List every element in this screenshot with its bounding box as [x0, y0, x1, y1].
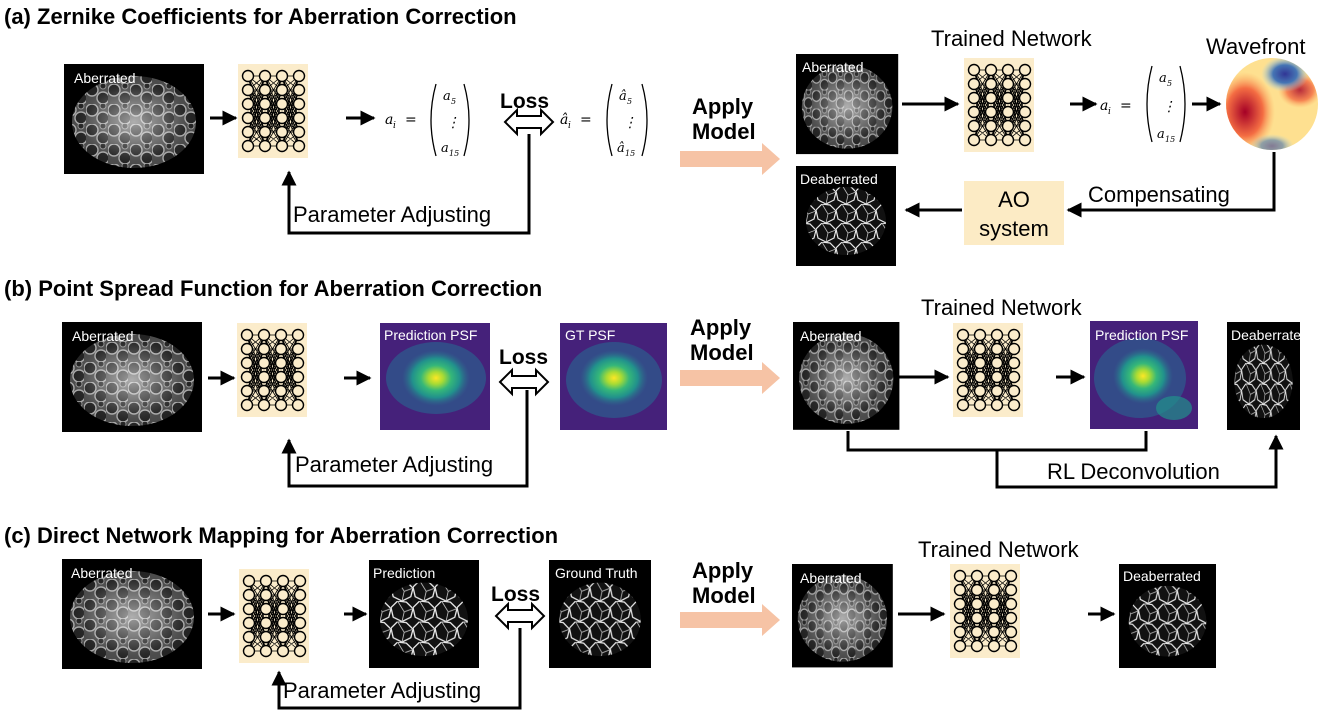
panel-a-aberrated-image: Aberrated [64, 64, 204, 174]
compensating-arrow [1066, 152, 1276, 218]
panel-a-title: (a) Zernike Coefficients for Aberration … [4, 4, 517, 29]
coefficient-vector-a-hat: â i = â 5 ⋮ â 15 [560, 83, 648, 158]
svg-text:15: 15 [625, 149, 635, 158]
svg-text:a: a [1100, 98, 1108, 114]
panel-a: (a) Zernike Coefficients for Aberration … [4, 4, 1318, 266]
neural-network-icon [236, 322, 308, 418]
svg-text:5: 5 [451, 97, 456, 106]
coefficient-vector-a-right: a i = a 5 ⋮ a 15 [1100, 65, 1186, 144]
prediction-psf-image [380, 323, 490, 430]
svg-text:a: a [1159, 71, 1167, 86]
compensating-label: Compensating [1088, 182, 1230, 207]
model-label: Model [692, 583, 756, 608]
apply-model-arrow [680, 604, 780, 636]
neural-network-icon [949, 563, 1021, 659]
image-label: Prediction PSF [1095, 327, 1188, 343]
double-arrow-icon [499, 369, 549, 395]
image-label: Aberrated [800, 570, 861, 586]
double-arrow-icon [495, 603, 545, 629]
loss-label: Loss [500, 90, 549, 113]
equals-sign: = [405, 112, 417, 128]
svg-text:5: 5 [1167, 79, 1172, 88]
svg-text:15: 15 [449, 149, 459, 158]
image-label: Aberrated [802, 59, 863, 75]
vector-symbol: a [385, 112, 393, 128]
apply-label: Apply [692, 94, 754, 119]
image-label: Aberrated [71, 565, 132, 581]
svg-text:⋮: ⋮ [446, 115, 460, 131]
feedback-arrow [281, 134, 531, 235]
model-label: Model [690, 340, 754, 365]
parameter-adjusting-label: Parameter Adjusting [283, 678, 481, 703]
apply-label: Apply [692, 558, 754, 583]
svg-text:a: a [1157, 127, 1165, 142]
svg-text:=: = [1120, 98, 1132, 114]
trained-network-label: Trained Network [918, 537, 1080, 562]
image-label: Deaberrated [800, 171, 878, 187]
connector-line [846, 431, 1148, 452]
image-label: GT PSF [565, 327, 615, 343]
wavefront-label: Wavefront [1206, 34, 1305, 59]
image-label: Prediction PSF [384, 327, 477, 343]
image-label: Aberrated [74, 70, 135, 86]
neural-network-icon [237, 63, 309, 159]
vector-top: a [443, 89, 451, 104]
double-arrow-icon [504, 109, 554, 135]
loss-label: Loss [491, 583, 540, 606]
gt-psf-image [560, 323, 667, 430]
panel-c: (c) Direct Network Mapping for Aberratio… [4, 523, 1216, 710]
rl-deconvolution-label: RL Deconvolution [1047, 459, 1220, 484]
neural-network-icon [963, 57, 1035, 153]
rl-arrow [995, 434, 1284, 489]
svg-text:15: 15 [1165, 135, 1175, 144]
svg-text:=: = [580, 112, 592, 128]
neural-network-icon [238, 568, 310, 664]
image-label: Aberrated [800, 328, 861, 344]
feedback-arrow [281, 390, 529, 488]
prediction-psf-image-right [1090, 321, 1198, 429]
model-label: Model [692, 119, 756, 144]
image-label: Ground Truth [555, 565, 638, 581]
svg-text:â: â [619, 89, 627, 104]
vector-bottom: a [441, 141, 449, 156]
ao-label: AO [998, 187, 1030, 212]
neural-network-icon [952, 322, 1024, 418]
coefficient-vector-a: a i = a 5 ⋮ a 15 [385, 83, 470, 158]
feedback-arrow [271, 628, 522, 710]
svg-text:⋮: ⋮ [623, 115, 637, 131]
image-label: Deaberrated [1231, 327, 1309, 343]
panel-c-title: (c) Direct Network Mapping for Aberratio… [4, 523, 558, 548]
trained-network-label: Trained Network [921, 295, 1083, 320]
svg-text:5: 5 [627, 97, 632, 106]
parameter-adjusting-label: Parameter Adjusting [295, 452, 493, 477]
apply-label: Apply [690, 315, 752, 340]
apply-model-arrow [680, 143, 780, 175]
apply-model-arrow [680, 362, 780, 394]
vector-subscript: i [393, 121, 396, 131]
parameter-adjusting-label: Parameter Adjusting [293, 202, 491, 227]
panel-b-title: (b) Point Spread Function for Aberration… [4, 276, 542, 301]
image-label: Aberrated [72, 328, 133, 344]
trained-network-label: Trained Network [931, 26, 1093, 51]
loss-label: Loss [499, 346, 548, 369]
svg-text:â: â [617, 141, 625, 156]
image-label: Deaberrated [1123, 568, 1201, 584]
system-label: system [979, 216, 1049, 241]
svg-text:i: i [1108, 107, 1111, 117]
svg-text:⋮: ⋮ [1162, 99, 1176, 115]
svg-text:i: i [568, 121, 571, 131]
wavefront-map-icon [1226, 58, 1318, 150]
image-label: Prediction [373, 565, 435, 581]
ao-system-box [964, 181, 1064, 245]
vector-symbol: â [560, 112, 568, 128]
panel-b: (b) Point Spread Function for Aberration… [4, 276, 1309, 489]
